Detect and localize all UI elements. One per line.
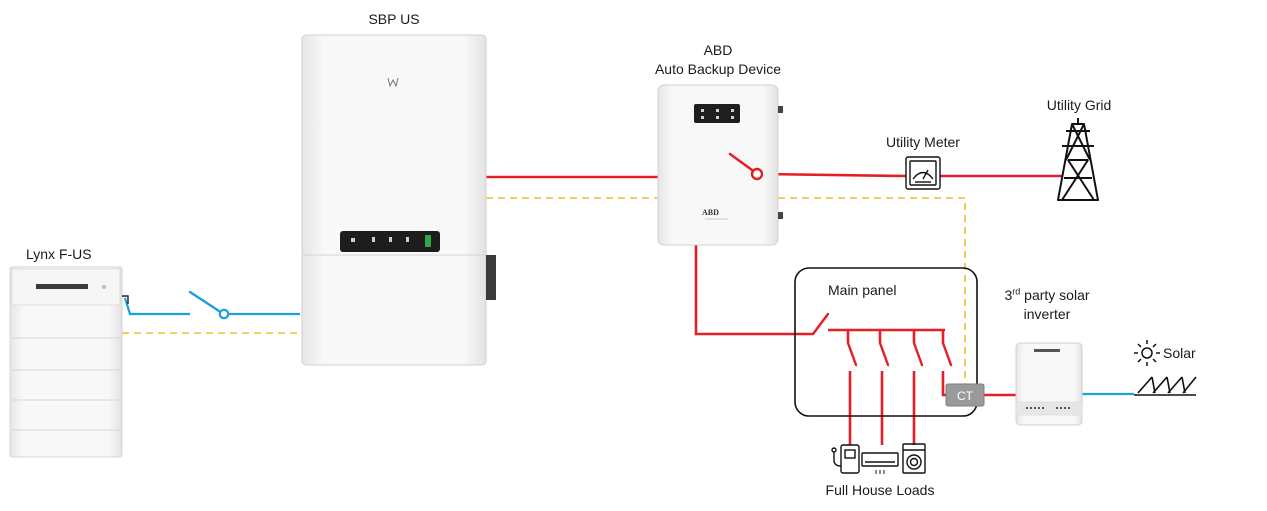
switch-icon [188, 290, 230, 320]
breaker-4-icon [941, 341, 953, 367]
abd-display [694, 104, 740, 123]
abd-device: ABD [657, 84, 783, 246]
abd-device-logo: ABD [702, 208, 719, 217]
sbp-label: SBP US [368, 11, 420, 27]
utility-meter-label: Utility Meter [886, 134, 960, 150]
solar-inverter-line2: inverter [1023, 306, 1071, 322]
ev-charger-icon [831, 444, 860, 474]
breaker-2-icon [878, 341, 890, 367]
sbp-inverter [301, 34, 496, 366]
washing-machine-icon [902, 443, 926, 474]
solar-inverter-sup-prefix: 3 [1004, 287, 1013, 303]
dc-lines [123, 297, 1134, 396]
sun-icon [1134, 340, 1160, 366]
dc-line-battery-switch [123, 297, 190, 316]
ac-line-abd-meter [761, 172, 907, 178]
lynx-battery [9, 266, 129, 458]
main-panel-label: Main panel [828, 282, 897, 298]
lynx-label: Lynx F-US [26, 246, 92, 262]
solar-inverter-label: 3rd party solar inverter [992, 286, 1102, 324]
solar-inverter-line1: party solar [1020, 287, 1090, 303]
full-house-loads-label: Full House Loads [825, 482, 935, 498]
breaker-3-icon [912, 341, 924, 367]
solar-inverter-sup: rd [1012, 286, 1021, 297]
communication-lines [122, 197, 966, 386]
panel-breakers [811, 312, 953, 367]
transmission-tower-icon [1057, 118, 1099, 201]
lynx-display [36, 284, 88, 289]
utility-grid-label: Utility Grid [1046, 97, 1112, 113]
breaker-1-icon [846, 341, 858, 367]
solar-inverter [1015, 342, 1083, 426]
main-panel-box [794, 267, 978, 417]
comm-line-abd-ct [778, 197, 966, 386]
load-drop-ct [941, 371, 946, 397]
solar-array-icon [1134, 376, 1197, 396]
solar-label: Solar [1163, 345, 1196, 361]
brand-logo [387, 77, 399, 88]
abd-subtitle: Auto Backup Device [654, 61, 782, 77]
ct-sensor: CT [945, 383, 985, 407]
main-breaker-icon [811, 312, 830, 336]
abd-switch-icon [728, 152, 764, 181]
air-conditioner-icon [861, 452, 899, 474]
abd-title: ABD [703, 42, 733, 58]
ct-label: CT [957, 389, 974, 403]
utility-meter-icon [905, 156, 941, 190]
